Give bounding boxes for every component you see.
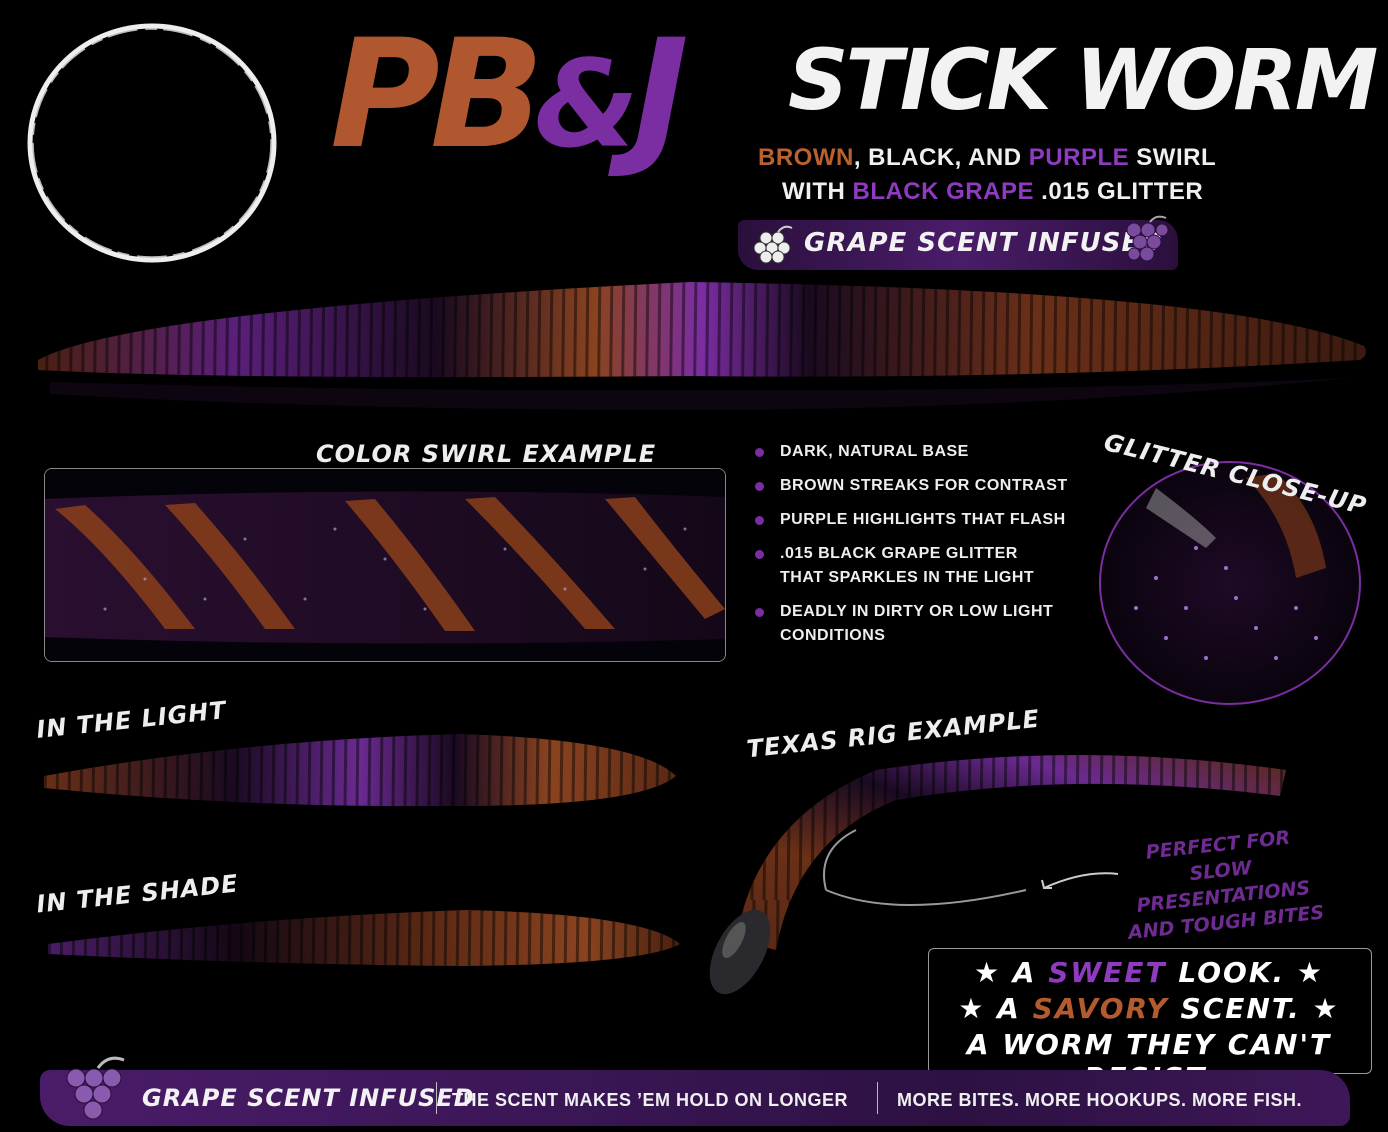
feature-text: DARK, NATURAL BASE xyxy=(780,443,969,460)
color-description-line1: BROWN, BLACK, AND PURPLE SWIRL xyxy=(758,144,1216,172)
product-title-pbj: PB&J xyxy=(330,20,689,170)
promo-line-savory: ★ A SAVORY SCENT. ★ xyxy=(928,992,1370,1025)
footer-more-text: MORE BITES. MORE HOOKUPS. MORE FISH. xyxy=(897,1090,1303,1110)
footer-divider xyxy=(436,1082,437,1114)
color-brown-word: BROWN xyxy=(758,144,854,171)
feature-item: DARK, NATURAL BASE xyxy=(752,440,1102,464)
worm-in-shade-image xyxy=(48,910,680,966)
feature-text: .015 BLACK GRAPE GLITTER THAT SPARKLES I… xyxy=(780,545,1035,586)
color-swirl-label: COLOR SWIRL EXAMPLE xyxy=(302,440,671,468)
swirl-closeup-image xyxy=(45,469,725,661)
bullet-icon xyxy=(755,482,764,491)
color-swirl-panel xyxy=(44,468,726,662)
promo-l1-c: LOOK. ★ xyxy=(1166,956,1325,989)
bullet-icon xyxy=(755,516,764,525)
feature-text: DEADLY IN DIRTY OR LOW LIGHT CONDITIONS xyxy=(780,603,1054,644)
product-title-stick-worm: STICK WORM xyxy=(788,31,1378,129)
feature-item: .015 BLACK GRAPE GLITTER THAT SPARKLES I… xyxy=(752,542,1050,590)
footer-hold-text: THE SCENT MAKES ’EM HOLD ON LONGER xyxy=(452,1090,849,1110)
logo-circle xyxy=(27,23,277,263)
feature-text: PURPLE HIGHLIGHTS THAT FLASH xyxy=(780,511,1066,528)
grape-icon xyxy=(66,1056,125,1120)
texas-rig-worm-image xyxy=(709,755,1286,995)
title-j: J xyxy=(632,8,689,182)
arrow-icon xyxy=(1041,872,1119,889)
feature-item: BROWN STREAKS FOR CONTRAST xyxy=(752,474,1102,498)
perfect-for-text: PERFECT FOR SLOW PRESENTATIONS AND TOUGH… xyxy=(1107,821,1337,947)
bullet-icon xyxy=(755,608,764,617)
color-black-grape-word: BLACK GRAPE xyxy=(852,178,1034,205)
footer-scent-text: GRAPE SCENT INFUSED xyxy=(142,1084,475,1112)
title-pb: PB xyxy=(330,8,544,182)
footer-banner xyxy=(40,1070,1350,1126)
promo-line-sweet: ★ A SWEET LOOK. ★ xyxy=(928,956,1370,989)
worm-in-light-image xyxy=(44,734,676,807)
hero-worm-image xyxy=(38,282,1367,410)
color-purple-word: PURPLE xyxy=(1028,144,1130,171)
glitter-closeup-image xyxy=(1099,461,1361,705)
subline1-text: , BLACK, AND xyxy=(853,144,1029,171)
feature-list: DARK, NATURAL BASE BROWN STREAKS FOR CON… xyxy=(752,440,1102,658)
title-amp: & xyxy=(534,36,639,175)
feature-item: PURPLE HIGHLIGHTS THAT FLASH xyxy=(752,508,1102,532)
grape-cluster-icon xyxy=(1126,215,1169,262)
promo-l1-a: ★ A xyxy=(973,956,1049,989)
bullet-icon xyxy=(755,448,764,457)
promo-l2-c: SCENT. ★ xyxy=(1168,992,1340,1025)
feature-text: BROWN STREAKS FOR CONTRAST xyxy=(780,477,1068,494)
color-description-line2: WITH BLACK GRAPE .015 GLITTER xyxy=(782,178,1203,206)
scent-banner xyxy=(738,220,1178,270)
promo-l2-a: ★ A xyxy=(958,992,1033,1025)
subline1-swirl: SWIRL xyxy=(1129,144,1217,171)
grape-icon xyxy=(753,225,793,264)
scent-banner-text: GRAPE SCENT INFUSED xyxy=(804,228,1163,258)
bullet-icon xyxy=(755,550,764,559)
feature-item: DEADLY IN DIRTY OR LOW LIGHT CONDITIONS xyxy=(752,600,1080,648)
promo-l1-sweet: SWEET xyxy=(1048,956,1167,989)
footer-divider xyxy=(877,1082,878,1114)
promo-line-resist: A WORM THEY CAN'T RESIST. xyxy=(966,1028,1332,1094)
subline2-glitter: .015 GLITTER xyxy=(1034,178,1204,205)
subline2-with: WITH xyxy=(782,178,853,205)
promo-l2-savory: SAVORY xyxy=(1032,992,1169,1025)
